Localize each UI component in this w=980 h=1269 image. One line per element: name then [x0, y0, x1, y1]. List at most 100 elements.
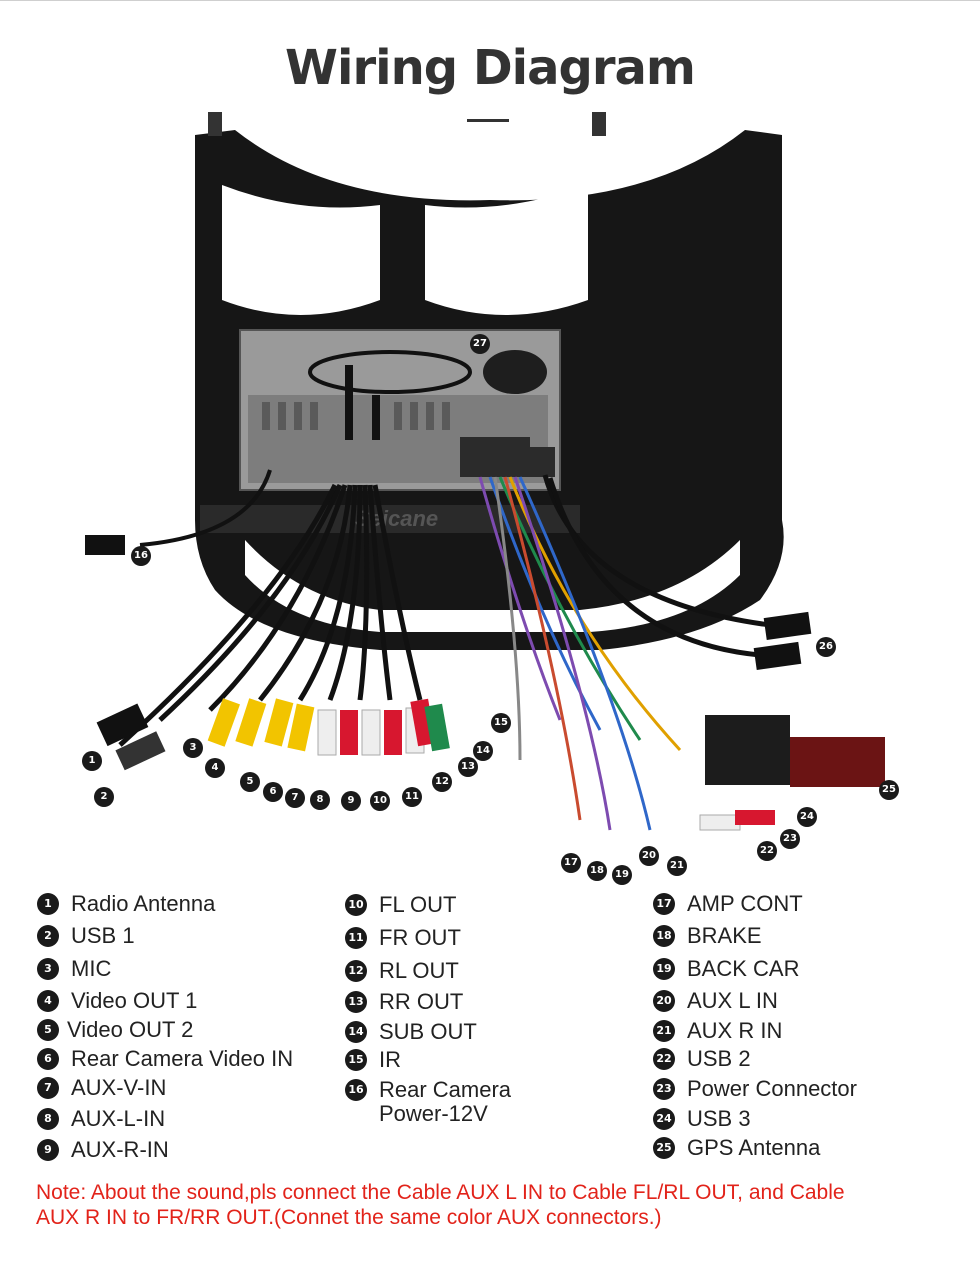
legend-label: Rear Camera — [379, 1077, 512, 1102]
rca-plug-red — [384, 710, 402, 755]
callout-marker: 22 — [757, 841, 777, 861]
legend-label: Radio Antenna — [71, 891, 216, 916]
legend-label: AUX-V-IN — [71, 1075, 167, 1100]
wire — [478, 476, 562, 721]
legend-label-line2: Power-12V — [379, 1101, 488, 1126]
legend-number: 6 — [37, 1048, 59, 1070]
callout-marker: 10 — [370, 791, 390, 811]
legend-label: Video OUT 1 — [71, 988, 198, 1013]
cable — [327, 484, 363, 701]
rca-plug-yellow — [287, 703, 315, 752]
usb3-connector — [763, 611, 812, 640]
cable — [297, 484, 358, 702]
note-line: Note: About the sound,pls connect the Ca… — [36, 1181, 845, 1204]
cable — [367, 484, 393, 701]
rca-plug-yellow — [235, 698, 267, 747]
legend-number: 17 — [653, 893, 675, 915]
chassis-vent — [262, 402, 270, 430]
frame-tab-left — [208, 112, 222, 136]
legend-label: USB 1 — [71, 923, 135, 948]
legend-number: 9 — [37, 1139, 59, 1161]
sound-connection-note: Note: About the sound,pls connect the Ca… — [36, 1180, 936, 1230]
callout-marker: 9 — [341, 791, 361, 811]
legend-number: 24 — [653, 1108, 675, 1130]
callout-marker: 21 — [667, 856, 687, 876]
chassis-vent — [394, 402, 402, 430]
coiled-cable — [308, 350, 472, 394]
legend-number: 22 — [653, 1048, 675, 1070]
chassis-vent — [426, 402, 434, 430]
legend-label: FL OUT — [379, 892, 457, 917]
rca-plugs — [207, 698, 450, 756]
callout-marker: 26 — [816, 637, 836, 657]
legend-label: Video OUT 2 — [67, 1017, 194, 1042]
antenna-stub — [345, 365, 353, 440]
page-title: Wiring Diagram — [285, 40, 696, 96]
wire — [488, 476, 602, 731]
gps-puck — [483, 350, 547, 394]
antenna-stub — [372, 395, 380, 440]
cable — [258, 484, 353, 702]
callout-marker: 20 — [639, 846, 659, 866]
chassis-vent — [294, 402, 302, 430]
legend-number: 21 — [653, 1020, 675, 1042]
legend-label: RL OUT — [379, 958, 459, 983]
legend-label: AUX L IN — [687, 988, 778, 1013]
rca-plug-white — [317, 709, 337, 756]
chassis-vent — [410, 402, 418, 430]
callout-marker: 1 — [82, 751, 102, 771]
legend-number: 18 — [653, 925, 675, 947]
cable — [547, 477, 761, 658]
chassis-vents — [262, 402, 450, 430]
legend-label: BRAKE — [687, 923, 762, 948]
fakra-connector — [85, 535, 125, 555]
legend-number: 23 — [653, 1078, 675, 1100]
legend-number: 8 — [37, 1108, 59, 1130]
note-line: AUX R IN to FR/RR OUT.(Connet the same c… — [36, 1206, 662, 1229]
rca-plug-red — [340, 710, 358, 755]
callout-marker: 18 — [587, 861, 607, 881]
usb2-connector — [753, 641, 802, 670]
rca-plug-green — [424, 703, 450, 752]
callout-marker: 2 — [94, 787, 114, 807]
gps-antenna-box — [790, 737, 885, 787]
frame-window-left — [222, 185, 380, 315]
cable — [542, 474, 771, 628]
legend-label: USB 2 — [687, 1046, 751, 1071]
rca-plug-white-aux — [699, 814, 741, 831]
legend-label: FR OUT — [379, 925, 461, 950]
callout-marker: 27 — [470, 334, 490, 354]
legend-label: MIC — [71, 956, 112, 981]
legend-number: 14 — [345, 1021, 367, 1043]
callout-marker: 25 — [879, 780, 899, 800]
harness-connector-small — [520, 447, 555, 477]
legend-number: 7 — [37, 1077, 59, 1099]
legend-label: SUB OUT — [379, 1019, 477, 1044]
legend-label: AUX R IN — [687, 1018, 783, 1043]
legend-number: 13 — [345, 991, 367, 1013]
callout-marker: 24 — [797, 807, 817, 827]
legend-number: 3 — [37, 958, 59, 980]
harness-connector — [460, 437, 530, 477]
legend-number: 20 — [653, 990, 675, 1012]
usb-cables-right — [542, 474, 771, 658]
camera-power-cable — [139, 469, 272, 547]
legend-label: Power Connector — [687, 1076, 857, 1101]
legend-label: RR OUT — [379, 989, 464, 1014]
callout-marker: 3 — [183, 738, 203, 758]
callout-marker: 8 — [310, 790, 330, 810]
legend-number: 4 — [37, 990, 59, 1012]
wire — [493, 476, 522, 761]
callout-marker: 19 — [612, 865, 632, 885]
callout-marker: 4 — [205, 758, 225, 778]
frame-tab-right — [592, 112, 606, 136]
callout-marker: 11 — [402, 787, 422, 807]
legend-number: 5 — [37, 1019, 59, 1041]
legend-number: 10 — [345, 894, 367, 916]
callout-marker: 7 — [285, 788, 305, 808]
legend-label: Rear Camera Video IN — [71, 1046, 294, 1071]
legend-number: 19 — [653, 958, 675, 980]
legend-number: 2 — [37, 925, 59, 947]
callout-marker: 17 — [561, 853, 581, 873]
cable — [158, 484, 343, 722]
